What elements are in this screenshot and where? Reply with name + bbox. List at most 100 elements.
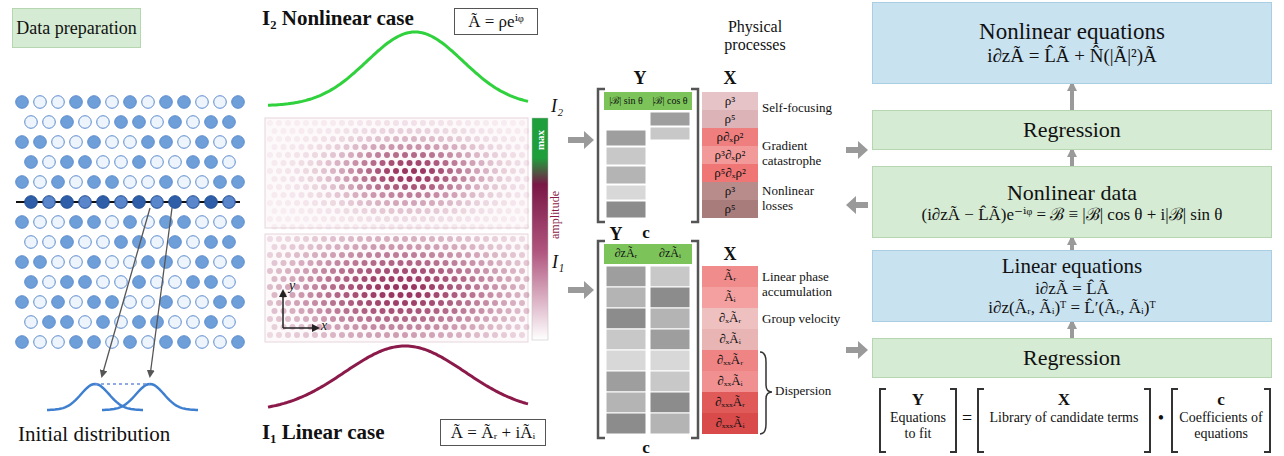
field-dot: [339, 168, 345, 174]
field-dot: [272, 192, 278, 198]
field-dot: [330, 284, 336, 290]
field-dot: [330, 152, 336, 158]
field-dot: [425, 176, 431, 182]
field-dot: [515, 324, 521, 330]
field-dot: [317, 292, 323, 298]
lattice-site: [16, 136, 29, 149]
field-dot: [452, 224, 458, 230]
field-dot: [510, 216, 516, 222]
field-dot: [312, 152, 318, 158]
formula-box: Ã = Ãᵣ + iÃᵢ: [440, 419, 546, 446]
lattice-site: [25, 276, 38, 289]
field-dot: [317, 192, 323, 198]
field-dot: [402, 184, 408, 190]
lattice-site: [169, 156, 182, 169]
lattice-site: [142, 296, 155, 309]
lattice-site: [61, 276, 74, 289]
field-dot: [452, 308, 458, 314]
lattice-site: [196, 256, 209, 269]
field-dot: [506, 128, 512, 134]
field-dot: [510, 284, 516, 290]
field-dot: [398, 308, 404, 314]
field-dot: [366, 316, 372, 322]
field-dot: [326, 160, 332, 166]
text-label: Nonlinear losses: [762, 184, 842, 214]
field-dot: [384, 252, 390, 258]
field-dot: [416, 192, 422, 198]
field-dot: [335, 276, 341, 282]
text-label: X: [720, 244, 740, 265]
field-dot: [479, 260, 485, 266]
field-dot: [308, 244, 314, 250]
field-dot: [434, 144, 440, 150]
field-dot: [510, 332, 516, 338]
field-dot: [384, 120, 390, 126]
field-dot: [447, 300, 453, 306]
coefficient-block: [650, 266, 690, 287]
field-dot: [474, 152, 480, 158]
field-dot: [398, 192, 404, 198]
matrix-cell: ρ⁵: [702, 110, 758, 128]
field-dot: [366, 152, 372, 158]
lattice-site: [34, 96, 47, 109]
field-dot: [353, 192, 359, 198]
field-dot: [474, 120, 480, 126]
field-dot: [366, 300, 372, 306]
field-dot: [479, 324, 485, 330]
field-dot: [308, 224, 314, 230]
field-dot: [339, 268, 345, 274]
coefficient-block: [650, 127, 690, 140]
text-label: X: [986, 390, 1142, 410]
field-dot: [447, 252, 453, 258]
lattice-site: [52, 216, 65, 229]
field-dot: [393, 236, 399, 242]
coefficient-block: [606, 201, 646, 218]
node-equation: i∂zÃ = L̂Ã + N̂(|Ã|²)Ã: [987, 45, 1157, 67]
field-dot: [389, 224, 395, 230]
field-dot: [479, 292, 485, 298]
field-dot: [267, 120, 273, 126]
field-dot: [483, 268, 489, 274]
lattice-site: [142, 336, 155, 349]
flow-box: Nonlinear equationsi∂zÃ = L̂Ã + N̂(|Ã|²)…: [872, 2, 1272, 84]
field-dot: [434, 160, 440, 166]
field-dot: [335, 224, 341, 230]
flow-connector: [1070, 84, 1074, 110]
field-dot: [465, 332, 471, 338]
field-dot: [474, 236, 480, 242]
field-dot: [380, 308, 386, 314]
field-dot: [308, 144, 314, 150]
lattice-site: [187, 276, 200, 289]
field-dot: [366, 284, 372, 290]
field-dot: [416, 308, 422, 314]
field-dot: [465, 268, 471, 274]
field-dot: [362, 276, 368, 282]
field-dot: [267, 216, 273, 222]
field-dot: [420, 236, 426, 242]
field-dot: [362, 260, 368, 266]
lattice-site: [232, 296, 245, 309]
node-title: ρ³∂ₓρ²: [715, 148, 746, 163]
field-dot: [348, 252, 354, 258]
field-dot: [416, 208, 422, 214]
field-dot: [281, 192, 287, 198]
field-dot: [488, 244, 494, 250]
field-dot: [519, 332, 525, 338]
field-dot: [461, 192, 467, 198]
node-title: ρ⁵: [724, 202, 735, 217]
lattice-site: [169, 236, 182, 249]
field-dot: [425, 244, 431, 250]
field-dot: [510, 268, 516, 274]
field-dot: [384, 332, 390, 338]
field-dot: [276, 284, 282, 290]
lattice-site: [88, 216, 101, 229]
field-dot: [290, 128, 296, 134]
lattice-site: [151, 116, 164, 129]
field-dot: [326, 128, 332, 134]
field-dot: [470, 292, 476, 298]
field-dot: [515, 192, 521, 198]
field-dot: [344, 192, 350, 198]
field-dot: [344, 128, 350, 134]
coefficient-block: [606, 350, 646, 371]
field-dot: [519, 216, 525, 222]
